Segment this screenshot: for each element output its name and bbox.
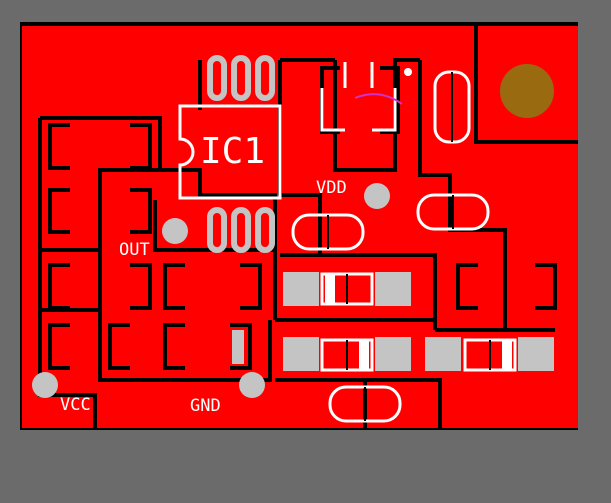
polarity-bar: [502, 340, 512, 370]
ic1-pin: [207, 55, 227, 101]
thermal-pads: [48, 66, 557, 370]
ic1-pins: [207, 55, 275, 253]
test-point-vcc: [32, 372, 58, 398]
connector-silkscreen: [320, 62, 397, 132]
polarity-bars: [325, 274, 512, 370]
smd-pad: [375, 272, 411, 306]
ic1-pin: [255, 55, 275, 101]
smd-pad: [518, 337, 554, 371]
ic1-pin: [231, 207, 251, 253]
test-point-gnd: [239, 372, 265, 398]
magenta-arc: [354, 93, 403, 105]
smd-pad: [232, 330, 244, 364]
polarity-bar: [325, 274, 335, 304]
ic1-designator: IC1: [200, 131, 265, 172]
smd-pad: [375, 337, 411, 371]
smd-pads: [232, 272, 554, 371]
center-lines: [327, 72, 491, 421]
ic1-pin: [207, 207, 227, 253]
out-label: OUT: [119, 240, 150, 260]
smd-pad: [283, 337, 319, 371]
smd-pad: [283, 272, 319, 306]
polarity-bar: [359, 340, 369, 370]
ic1-pin: [255, 207, 275, 253]
test-points: [32, 183, 390, 398]
gnd-label: GND: [190, 396, 221, 416]
test-point-out: [162, 218, 188, 244]
pin1-marker: [404, 68, 412, 76]
vcc-label: VCC: [60, 395, 91, 415]
mounting-hole: [500, 64, 554, 118]
vdd-label: VDD: [316, 178, 347, 198]
smd-pad: [425, 337, 461, 371]
test-point-vdd: [364, 183, 390, 209]
ic1-silkscreen-outline: [178, 104, 282, 200]
ic1-pin: [231, 55, 251, 101]
